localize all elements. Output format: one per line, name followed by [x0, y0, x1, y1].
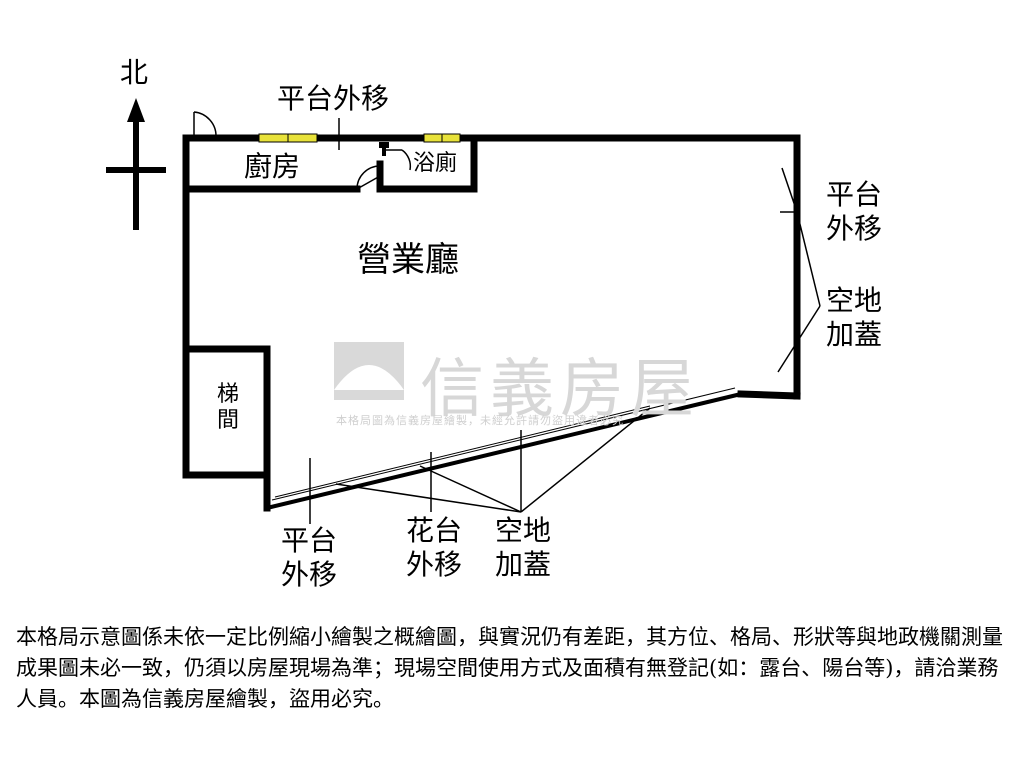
- watermark-logo: [334, 342, 404, 400]
- toilet-icon: [379, 142, 389, 156]
- label-vacant-right: 空地加蓋: [825, 284, 882, 351]
- floor-plan: [106, 98, 821, 524]
- door-icon: [193, 111, 412, 190]
- label-planter-bottom: 花台外移: [405, 514, 462, 581]
- label-platform-bottom: 平台外移: [280, 524, 337, 591]
- label-platform-right: 平台外移: [825, 178, 882, 245]
- bottom-facade: [266, 387, 742, 510]
- leader-lines: [309, 118, 821, 524]
- label-stairwell: 梯間: [216, 382, 239, 434]
- label-business-hall: 營業廳: [357, 240, 459, 280]
- label-vacant-bottom: 空地加蓋: [494, 514, 551, 581]
- window-icon: [258, 133, 461, 143]
- disclaimer-text: 本格局示意圖係未依一定比例縮小繪製之概繪圖，與實況仍有差距，其方位、格局、形狀等…: [16, 625, 1003, 711]
- compass-north-label: 北: [120, 56, 149, 89]
- watermark-brand: 信義房屋: [420, 353, 700, 427]
- label-bathroom: 浴廁: [413, 151, 458, 176]
- watermark-notice: 本格局圖為信義房屋繪製，未經允許請勿盜用違者必究: [336, 414, 624, 427]
- compass-icon: [106, 98, 166, 230]
- label-kitchen: 廚房: [244, 150, 301, 183]
- label-platform-top: 平台外移: [277, 82, 390, 115]
